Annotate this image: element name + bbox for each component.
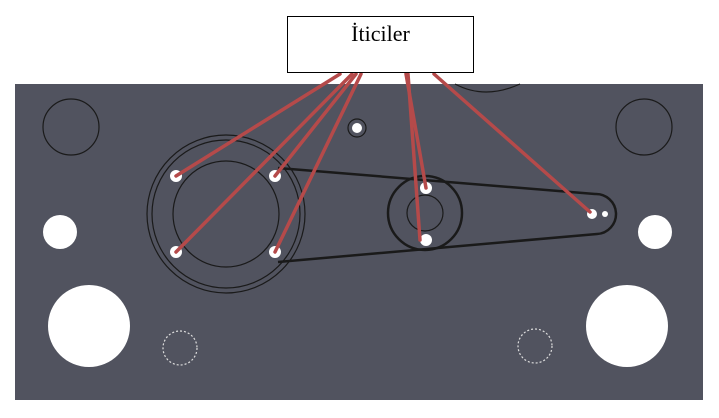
pin	[420, 234, 432, 246]
dotted-circle-right	[517, 328, 553, 364]
pointer-line	[273, 72, 363, 254]
pin	[602, 211, 608, 217]
hole-right-mid	[638, 215, 672, 249]
pointer-line	[432, 72, 592, 214]
corner-circle-top-right	[615, 98, 673, 156]
callout-box: İticiler	[287, 16, 474, 73]
large-pulley-rim	[151, 139, 301, 289]
dotted-circle-left	[162, 330, 198, 366]
corner-circle-top-left	[42, 98, 100, 156]
pointer-line	[273, 72, 358, 178]
top-arc	[454, 83, 521, 93]
large-pulley-inner	[172, 160, 280, 268]
small-pulley-hub	[352, 123, 362, 133]
large-pulley-outer	[146, 134, 306, 294]
hole-left-large	[48, 285, 130, 367]
pointer-line	[406, 72, 422, 242]
pointer-line	[174, 72, 354, 254]
hole-left-mid	[43, 215, 77, 249]
small-pulley-inner	[406, 194, 444, 232]
small-bolt	[347, 118, 367, 138]
belt-arm	[277, 166, 618, 264]
hole-right-large	[586, 285, 668, 367]
callout-label: İticiler	[351, 21, 410, 46]
pointer-line	[174, 72, 342, 178]
